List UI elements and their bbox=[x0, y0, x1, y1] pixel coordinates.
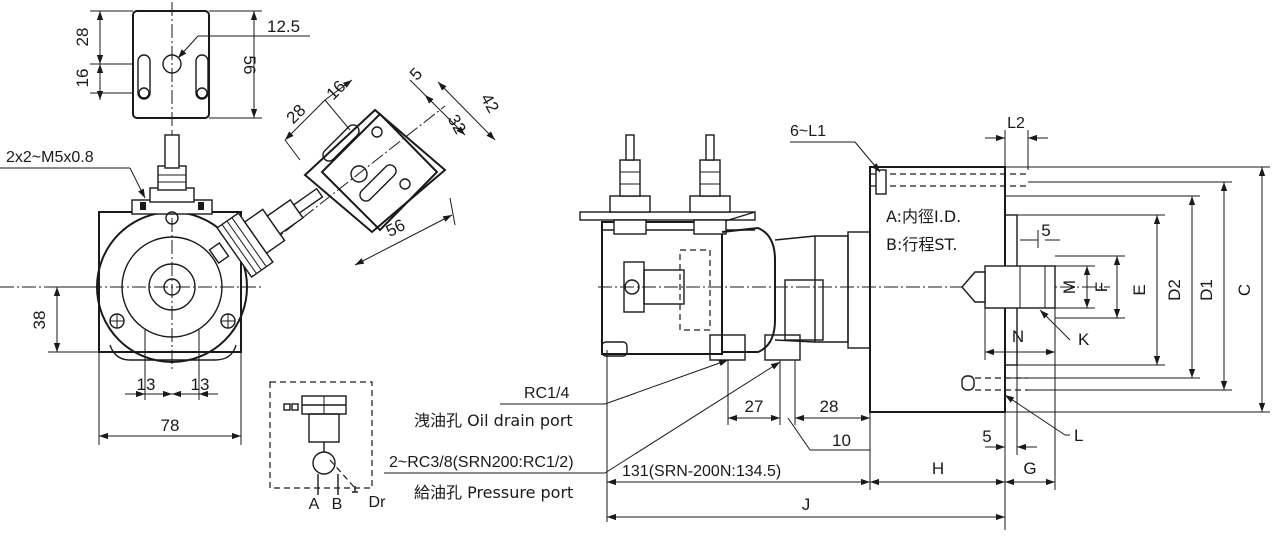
dim-78: 78 bbox=[161, 416, 180, 435]
dim-27: 27 bbox=[745, 397, 764, 416]
dim-C: C bbox=[1235, 284, 1254, 296]
dim-13-right: 13 bbox=[191, 375, 210, 394]
dim-56: 56 bbox=[240, 56, 259, 75]
rot-dim-42: 42 bbox=[477, 90, 503, 116]
dim-16: 16 bbox=[73, 69, 92, 88]
dim-D2: D2 bbox=[1165, 279, 1184, 301]
pressure-label: 給油孔 Pressure port bbox=[414, 483, 573, 502]
dim-G: G bbox=[1023, 459, 1036, 478]
dim-10: 10 bbox=[832, 431, 851, 450]
thread-callout: 2x2~M5x0.8 bbox=[6, 149, 94, 166]
dim-L: L bbox=[1074, 426, 1083, 445]
rot-dim-5: 5 bbox=[406, 64, 426, 84]
stroke-note: B:行程ST. bbox=[886, 235, 958, 254]
port-dr: Dr bbox=[369, 494, 387, 511]
rot-dim-28: 28 bbox=[283, 101, 310, 128]
dim-L2: L2 bbox=[1007, 115, 1025, 132]
dim-K: K bbox=[1078, 330, 1090, 349]
port-b: B bbox=[332, 496, 343, 513]
hydraulic-symbol: A B Dr bbox=[269, 381, 387, 513]
dim-D1: D1 bbox=[1197, 279, 1216, 301]
dim-E: E bbox=[1130, 284, 1149, 295]
dim-M: M bbox=[1060, 280, 1079, 294]
port-a: A bbox=[309, 496, 320, 513]
rot-dim-16: 16 bbox=[323, 77, 350, 104]
dim-131: 131(SRN-200N:134.5) bbox=[622, 463, 781, 480]
rotated-view: 28 16 5 32 42 56 bbox=[267, 64, 503, 266]
dim-5-bottom: 5 bbox=[982, 427, 991, 446]
rot-dim-32: 32 bbox=[444, 111, 470, 137]
dim-N: N bbox=[1012, 327, 1024, 346]
bolt-hole-callout: 6~L1 bbox=[790, 123, 826, 140]
drain-label: 洩油孔 Oil drain port bbox=[414, 411, 573, 430]
drain-thread: RC1/4 bbox=[524, 385, 569, 402]
front-view: 2x2~M5x0.8 38 13 13 78 bbox=[0, 130, 324, 445]
dim-12-5: 12.5 bbox=[267, 17, 300, 36]
dim-5-top: 5 bbox=[1041, 221, 1050, 240]
dim-38: 38 bbox=[30, 311, 49, 330]
dim-F: F bbox=[1092, 282, 1111, 292]
dim-H: H bbox=[932, 459, 944, 478]
side-view: 6~L1 L2 A:内徑I.D. B:行程ST. 5 M F E D2 bbox=[384, 115, 1270, 530]
top-view: 28 16 56 12.5 bbox=[73, 2, 310, 126]
pressure-thread: 2~RC3/8(SRN200:RC1/2) bbox=[389, 454, 574, 471]
bore-note: A:内徑I.D. bbox=[886, 207, 961, 226]
dim-28-side: 28 bbox=[820, 397, 839, 416]
dim-J: J bbox=[802, 495, 811, 514]
dim-28: 28 bbox=[73, 28, 92, 47]
dim-13-left: 13 bbox=[137, 375, 156, 394]
